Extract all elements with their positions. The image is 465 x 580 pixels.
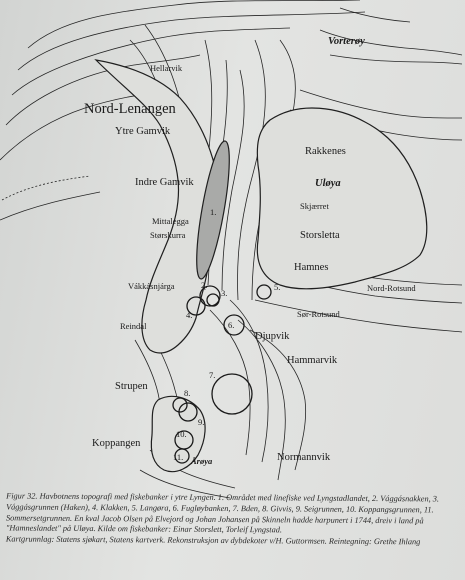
bank-8-circle [172, 397, 188, 413]
bank-number-9: 9. [198, 417, 204, 427]
label-strupen: Strupen [115, 381, 148, 392]
label-uloya: Uløya [315, 178, 341, 189]
coastlines [94, 59, 428, 473]
label-hammarvik: Hammarvik [287, 355, 338, 366]
bank-3-circle [206, 293, 220, 307]
label-skjaerret: Skjærret [300, 201, 329, 211]
label-storsletta: Storsletta [300, 230, 340, 241]
label-nord-lenangen: Nord-Lenangen [84, 101, 177, 117]
bathymetric-map: Vorterøy Hellarvik Nord-Lenangen Ytre Ga… [0, 0, 463, 499]
label-aroya: Årøya [190, 456, 213, 466]
bank-4-circle [186, 296, 206, 316]
bank-number-5: 5. [274, 282, 280, 292]
uloya-island [256, 107, 428, 290]
caption-credits: Kartgrunnlag: Statens sjøkart, Statens k… [5, 534, 421, 547]
label-ytre-gamvik: Ytre Gamvik [115, 126, 171, 137]
bank-circles [172, 284, 272, 464]
bank-number-7: 7. [209, 370, 215, 380]
caption-text: Figur 32. Havbotnens topografi med fiske… [5, 491, 440, 535]
bank-number-1: 1. [210, 207, 216, 217]
bank-number-3: 3. [221, 288, 227, 298]
label-sor-rotsund: Sør-Rotsund [297, 309, 341, 319]
bank-1-area [196, 140, 230, 280]
place-labels: Vorterøy Hellarvik Nord-Lenangen Ytre Ga… [84, 36, 416, 466]
label-koppangen: Koppangen [92, 438, 141, 449]
label-hamnes: Hamnes [294, 262, 328, 273]
label-vakkasnjarga: Vákkásnjárga [128, 281, 175, 291]
bank-6-circle [223, 314, 245, 336]
label-storskurra: Størskurra [150, 230, 186, 240]
bank-7-circle [211, 373, 253, 415]
bank-number-11: 11. [173, 452, 183, 462]
label-nord-rotsund: Nord-Rotsund [367, 283, 416, 293]
label-mittalegga: Mittalegga [152, 216, 189, 226]
bank-number-2: 2. [201, 280, 207, 290]
bank-number-4: 4. [186, 310, 192, 320]
bank-number-10: 10. [176, 429, 187, 439]
label-indre-gamvik: Indre Gamvik [135, 177, 194, 188]
bank-2-circle [199, 285, 221, 307]
aroya-island [150, 395, 206, 473]
label-normannvik: Normannvik [277, 452, 331, 463]
label-reindal: Reindal [120, 321, 147, 331]
label-vorterov: Vorterøy [328, 36, 365, 47]
bank-number-6: 6. [228, 320, 234, 330]
bank-11-circle [174, 448, 190, 464]
bank-5-circle [256, 284, 272, 300]
lyngen-peninsula [94, 59, 220, 354]
figure-caption: Figur 32. Havbotnens topografi med fiske… [6, 491, 451, 548]
bank-9-circle [178, 402, 198, 422]
label-djupvik: Djupvik [255, 331, 290, 342]
bank-number-labels: 1. 2. 3. 4. 5. 6. 7. 8. 9. 10. 11. [173, 207, 280, 462]
label-rakkenes: Rakkenes [305, 146, 346, 157]
bank-number-8: 8. [184, 388, 190, 398]
label-hellarvik: Hellarvik [150, 63, 183, 73]
